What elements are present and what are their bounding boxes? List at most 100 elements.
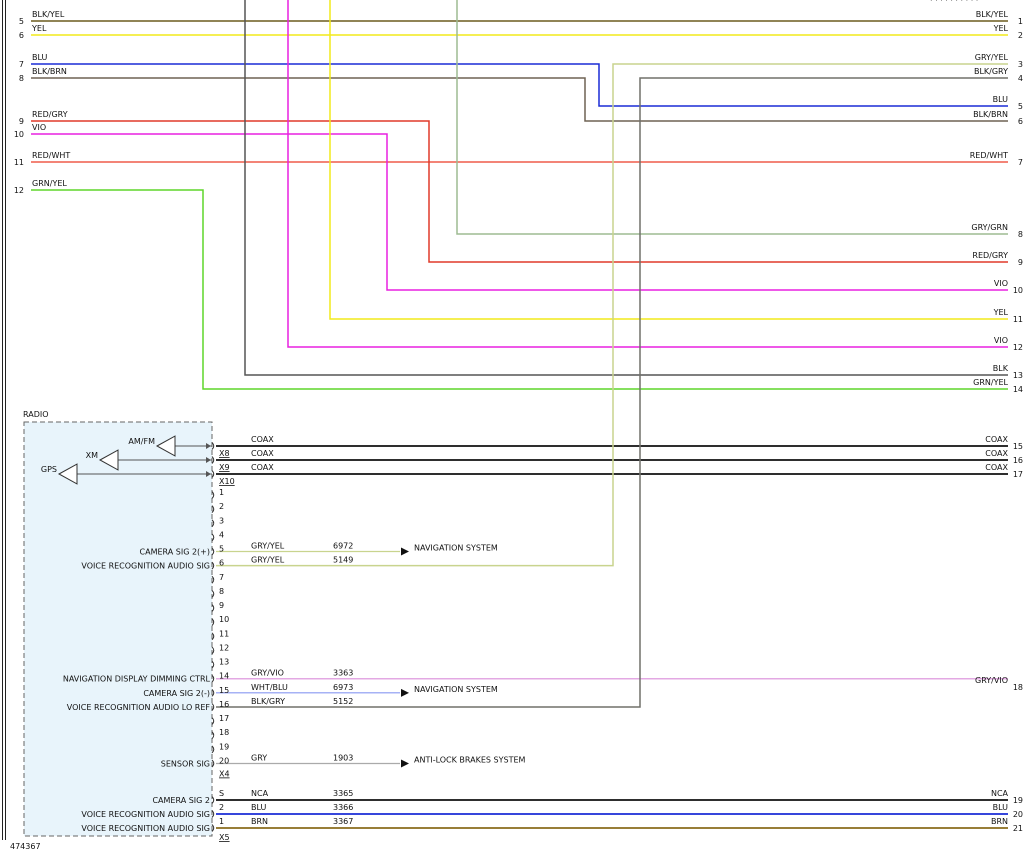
wire-blu bbox=[31, 63, 1008, 107]
radio-pin-number: 5 bbox=[219, 545, 224, 554]
circuit-number: 6972 bbox=[333, 542, 353, 551]
left-wire-color-label: BLU bbox=[32, 53, 48, 62]
right-pin-number: 9 bbox=[1018, 258, 1023, 267]
x5-color-label: BRN bbox=[251, 817, 268, 826]
right-pin-number: 14 bbox=[1013, 385, 1023, 394]
wire-yel-2 bbox=[329, 0, 1008, 320]
antenna-label: AM/FM bbox=[128, 437, 155, 446]
pin-terminal bbox=[211, 519, 215, 528]
right-pin-number: 16 bbox=[1013, 456, 1023, 465]
radio-pin-number: 2 bbox=[219, 502, 224, 511]
right-wire-color-label: BLK bbox=[993, 364, 1009, 373]
right-wire-color-label: VIO bbox=[994, 336, 1008, 345]
wire-gry-grn bbox=[456, 0, 1008, 235]
right-wire-color-label: NCA bbox=[991, 789, 1009, 798]
wire-vio bbox=[31, 133, 1008, 291]
left-wire-color-label: VIO bbox=[32, 123, 46, 132]
svg-text:· · · · · · · · · ·: · · · · · · · · · · bbox=[930, 0, 978, 5]
coax-terminal bbox=[211, 442, 215, 450]
right-wire-color-label: COAX bbox=[985, 449, 1008, 458]
radio-pin-number: 12 bbox=[219, 643, 229, 652]
circuit-color-label: BLK/GRY bbox=[251, 697, 285, 706]
circuit-number: 3363 bbox=[333, 669, 353, 678]
coax-wire-label: COAX bbox=[251, 435, 274, 444]
radio-pin-number: 9 bbox=[219, 601, 224, 610]
radio-pin-number: 19 bbox=[219, 742, 229, 751]
right-wire-color-label: BLU bbox=[993, 803, 1009, 812]
x5-terminal bbox=[211, 824, 215, 832]
circuit-color-label: GRY/YEL bbox=[251, 542, 285, 551]
x5-circuit-number: 3366 bbox=[333, 803, 353, 812]
coax-terminal bbox=[211, 456, 215, 464]
right-wire-color-label: COAX bbox=[985, 463, 1008, 472]
pin-terminal bbox=[211, 491, 215, 499]
left-pin-number: 7 bbox=[19, 60, 24, 69]
right-pin-number: 7 bbox=[1018, 158, 1023, 167]
x5-pin-function-label: VOICE RECOGNITION AUDIO SIG bbox=[81, 810, 210, 819]
left-pin-number: 9 bbox=[19, 117, 24, 126]
pin-terminal bbox=[211, 674, 215, 683]
coax-arrow bbox=[206, 457, 211, 463]
left-pin-number: 5 bbox=[19, 17, 24, 26]
left-pin-number: 6 bbox=[19, 31, 24, 40]
radio-pin-number: 15 bbox=[219, 686, 229, 695]
pin-terminal bbox=[211, 660, 215, 669]
left-wire-color-label: RED/GRY bbox=[32, 110, 68, 119]
destination-arrow bbox=[401, 759, 409, 768]
pin-function-label: VOICE RECOGNITION AUDIO LO REF bbox=[67, 703, 211, 712]
label-layer: 5BLK/YEL6YEL7BLU8BLK/BRN9RED/GRY10VIO11R… bbox=[14, 10, 1023, 842]
right-pin-number: 6 bbox=[1018, 117, 1023, 126]
connector-name: X10 bbox=[219, 477, 235, 486]
top-header-fragment: · · · · · · · · · · bbox=[930, 0, 1010, 5]
right-pin-number: 18 bbox=[1013, 683, 1023, 692]
radio-pin-number: 3 bbox=[219, 516, 224, 525]
radio-pin-number: 18 bbox=[219, 728, 229, 737]
x5-circuit-number: 3365 bbox=[333, 789, 353, 798]
right-wire-color-label: BLK/YEL bbox=[976, 10, 1009, 19]
destination-label: NAVIGATION SYSTEM bbox=[414, 685, 498, 694]
pin-terminal bbox=[211, 604, 215, 612]
right-wire-color-label: RED/WHT bbox=[970, 151, 1008, 160]
antenna-icon bbox=[57, 463, 78, 485]
antenna-label: GPS bbox=[41, 465, 57, 474]
coax-terminal bbox=[211, 470, 215, 478]
circuit-color-label: GRY/YEL bbox=[251, 556, 285, 565]
right-pin-number: 20 bbox=[1013, 810, 1023, 819]
right-pin-number: 4 bbox=[1018, 74, 1023, 83]
pin-terminal bbox=[211, 618, 215, 627]
pin-terminal bbox=[211, 547, 215, 556]
pin-terminal bbox=[211, 632, 215, 641]
radio-pin-number: 10 bbox=[219, 615, 229, 624]
right-wire-color-label: RED/GRY bbox=[972, 251, 1008, 260]
pin-terminal bbox=[211, 505, 215, 513]
pin-terminal bbox=[211, 561, 215, 570]
pin-function-label: NAVIGATION DISPLAY DIMMING CTRL bbox=[63, 675, 211, 684]
left-pin-number: 10 bbox=[14, 130, 24, 139]
wire-layer bbox=[31, 0, 1008, 832]
left-wire-color-label: GRN/YEL bbox=[32, 179, 67, 188]
antenna-icon bbox=[98, 449, 119, 471]
radio-pin-number: 11 bbox=[219, 629, 229, 638]
connector-name: X9 bbox=[219, 463, 230, 472]
pin-terminal bbox=[211, 646, 215, 655]
right-pin-number: 11 bbox=[1013, 315, 1023, 324]
left-wire-color-label: YEL bbox=[31, 24, 47, 33]
wire-red-gry bbox=[31, 120, 1008, 263]
coax-wire-label: COAX bbox=[251, 449, 274, 458]
circuit-number: 6973 bbox=[333, 683, 353, 692]
right-wire-color-label: YEL bbox=[993, 308, 1009, 317]
left-pin-number: 12 bbox=[14, 186, 24, 195]
circuit-number: 5152 bbox=[333, 697, 353, 706]
radio-pin-number: 6 bbox=[219, 559, 224, 568]
coax-wire-label: COAX bbox=[251, 463, 274, 472]
destination-arrow bbox=[401, 547, 409, 556]
right-pin-number: 15 bbox=[1013, 442, 1023, 451]
circuit-color-label: GRY/VIO bbox=[251, 669, 284, 678]
x5-color-label: NCA bbox=[251, 789, 269, 798]
radio-pin-number: 17 bbox=[219, 714, 229, 723]
right-wire-color-label: BRN bbox=[991, 817, 1008, 826]
radio-pin-number: 13 bbox=[219, 658, 229, 667]
antenna-label: XM bbox=[86, 451, 98, 460]
radio-pin-number: 20 bbox=[219, 756, 229, 765]
